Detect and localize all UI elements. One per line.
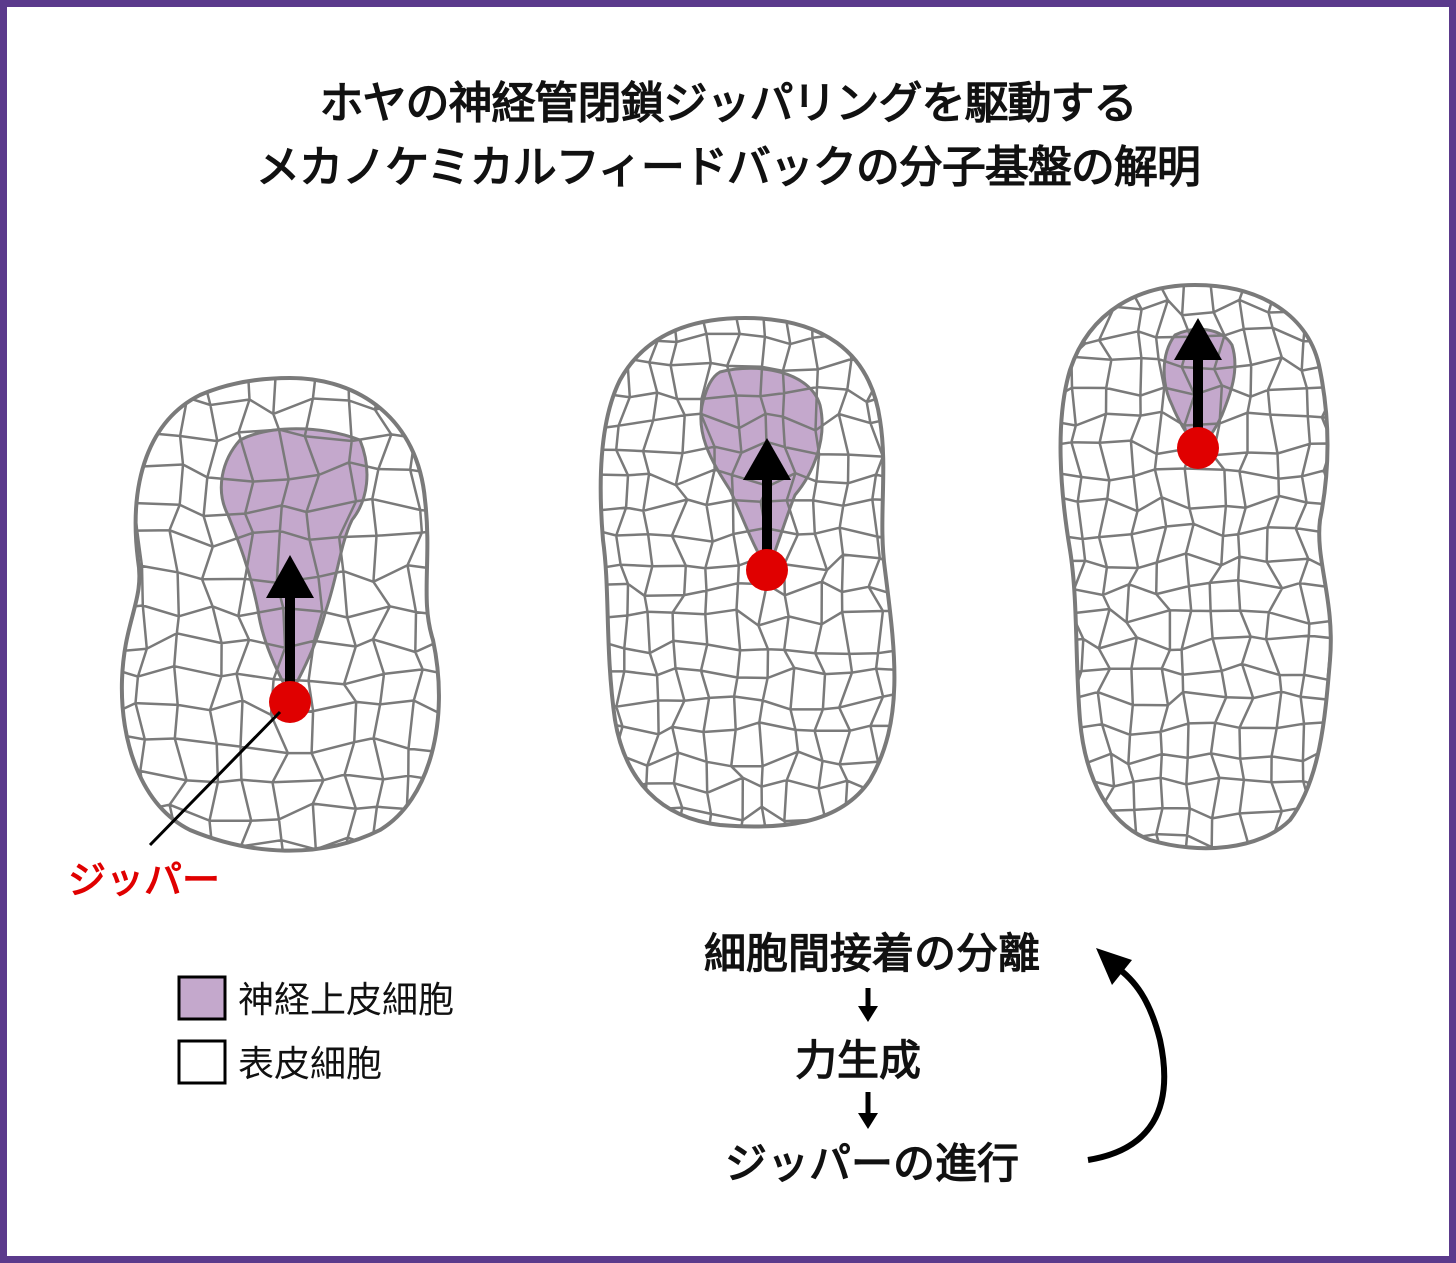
- title-line-2: メカノケミカルフィードバックの分子基盤の解明: [256, 142, 1201, 193]
- embryo-1-cells: [121, 378, 439, 851]
- zipper-dot-2: [746, 549, 788, 591]
- cycle-arrow-1: [858, 988, 878, 1022]
- cycle-step-1: 細胞間接着の分離: [704, 929, 1040, 978]
- zipper-dot-3: [1177, 427, 1219, 469]
- legend-epidermal-swatch: [177, 1039, 227, 1085]
- zipper-pointer-line: [148, 710, 282, 847]
- cycle-step-3: ジッパーの進行: [725, 1139, 1019, 1188]
- legend-epidermal-label: 表皮細胞: [238, 1044, 382, 1085]
- legend-neural-swatch: [177, 975, 227, 1021]
- zipper-label: ジッパー: [68, 858, 220, 902]
- embryo-1: [119, 375, 441, 853]
- title-line-1: ホヤの神経管閉鎖ジッパリングを駆動する: [319, 78, 1138, 129]
- embryo-3: [1058, 282, 1333, 851]
- legend-neural-label: 神経上皮細胞: [238, 980, 454, 1021]
- cycle-step-2: 力生成: [795, 1036, 921, 1085]
- feedback-arrow: [1087, 948, 1168, 1163]
- cycle-arrow-2: [858, 1092, 878, 1129]
- figure-title: ホヤの神経管閉鎖ジッパリングを駆動する メカノケミカルフィードバックの分子基盤の…: [0, 72, 1456, 200]
